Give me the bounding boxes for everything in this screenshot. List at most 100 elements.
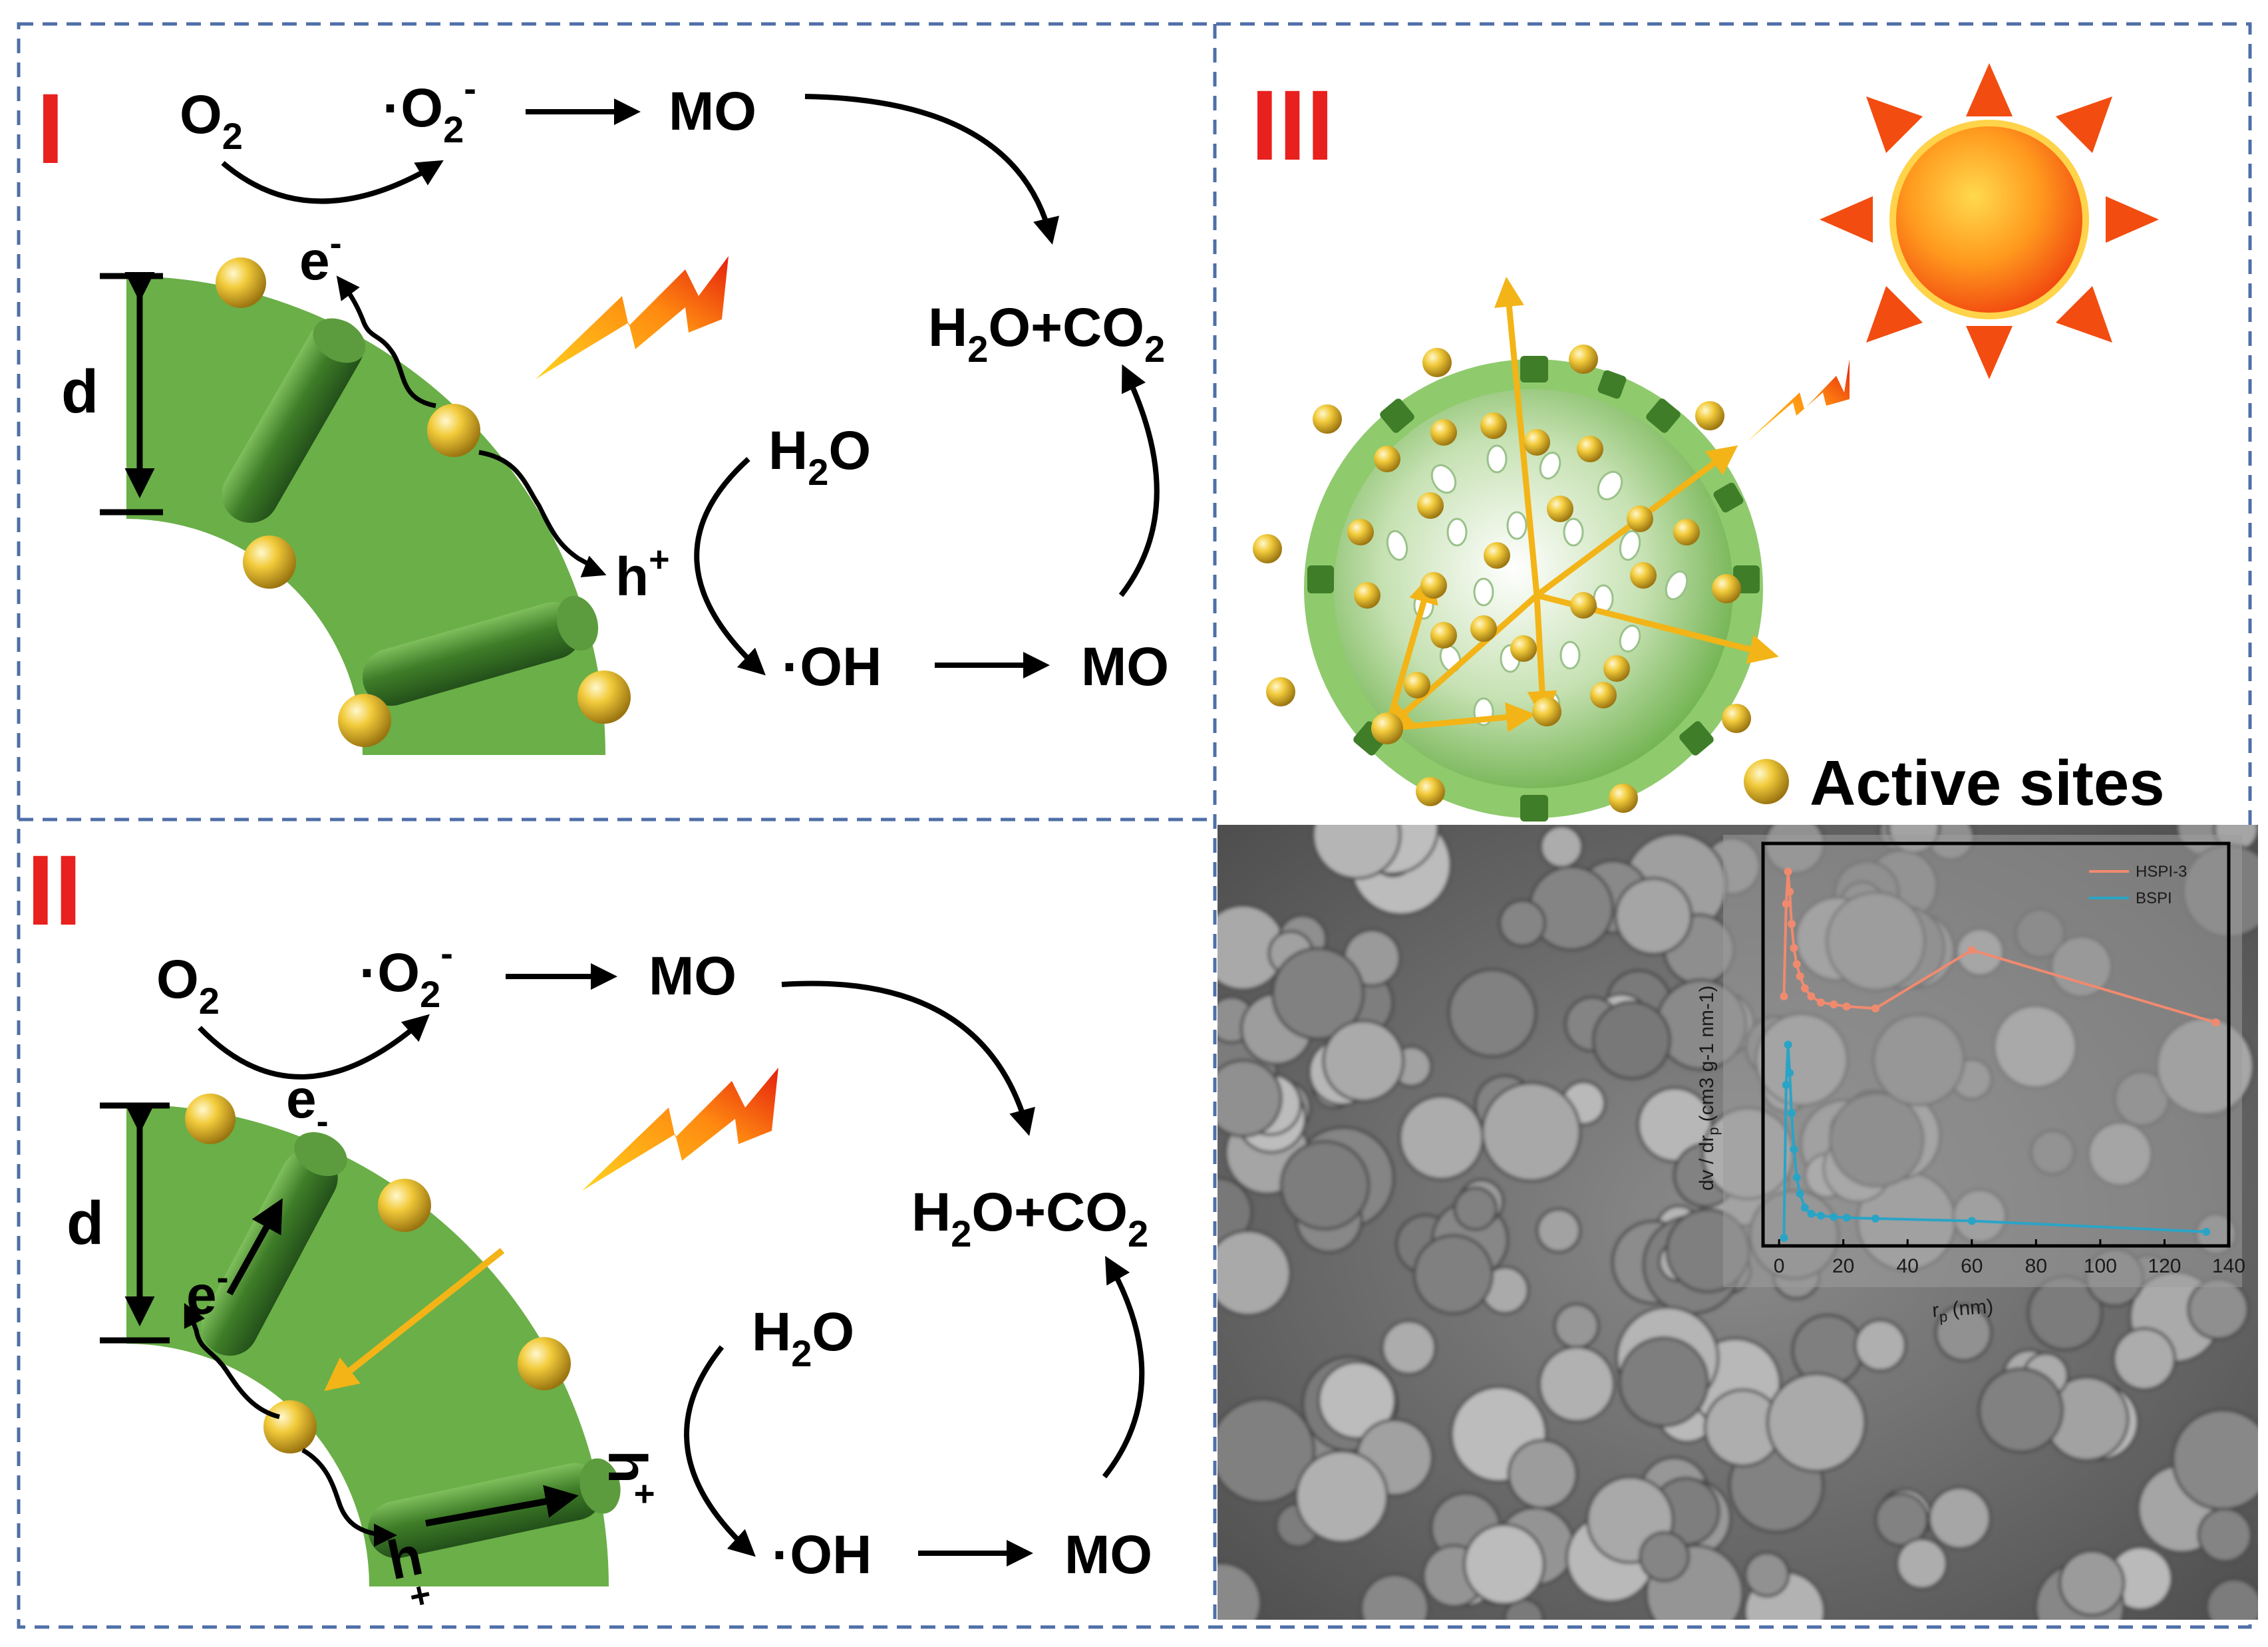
data-point: [1967, 1217, 1976, 1225]
mo-to-product-return-arrow: [1118, 364, 1160, 597]
mo-top-label-two: MO: [649, 946, 736, 1006]
hydroxyl-label-two: ·OH: [772, 1525, 872, 1585]
panel-label-one: I: [37, 73, 65, 184]
data-point: [1967, 946, 1976, 955]
data-point: [1830, 1213, 1838, 1221]
superoxide-label-two: ·O2-: [359, 932, 453, 1015]
product-label: H2O+CO2: [928, 297, 1165, 370]
mo-to-product-return-arrow-two: [1102, 1256, 1145, 1479]
data-point: [1782, 1081, 1790, 1089]
data-point: [1787, 1109, 1796, 1118]
panel-two: II d e- h+ e- h+: [27, 834, 1152, 1617]
series-line-0: [1782, 871, 2217, 1024]
data-point: [1782, 899, 1790, 908]
lightning-icon-two: [582, 1068, 778, 1191]
water-to-hydroxyl-arrow: [694, 457, 766, 676]
mo-top-label: MO: [669, 81, 756, 142]
mo-to-product-arrow: [804, 94, 1060, 245]
x-tick-label: 20: [1832, 1255, 1854, 1277]
data-point: [1796, 1189, 1804, 1198]
water-to-hydroxyl-arrow-two: [684, 1345, 756, 1557]
hollow-sphere: [1253, 277, 1779, 822]
electron-top-label: e-: [286, 1069, 329, 1141]
data-point: [1792, 960, 1801, 969]
nanotube-upper: [222, 318, 366, 523]
hole-wavy-path: [301, 1447, 397, 1547]
panel-label-three: III: [1251, 69, 1334, 181]
data-point: [1784, 1040, 1792, 1049]
legend-label-hspi: HSPI-3: [2136, 863, 2187, 881]
hole-tube-arrow: [425, 1485, 579, 1527]
electron-tube-arrow: [226, 1198, 283, 1296]
light-ray: [324, 1248, 505, 1392]
data-point: [1807, 1209, 1816, 1218]
panel-three: III: [1251, 63, 2165, 822]
legend-label-bspi: BSPI: [2136, 889, 2172, 907]
o2-to-superoxide-arrow: [221, 160, 444, 204]
shell-segment-two: [126, 1104, 609, 1586]
data-point: [1792, 1173, 1801, 1182]
thickness-marker-two: [100, 1102, 170, 1344]
sun-icon: [1820, 63, 2159, 379]
oxygen-label-two: O2: [156, 949, 220, 1022]
o2-to-superoxide-arrow-two: [198, 1014, 430, 1080]
data-point: [1780, 992, 1788, 1000]
chart-legend: HSPI-3 BSPI: [2089, 863, 2187, 907]
y-axis-label: dv / drp(cm3 g-1 nm-1): [1696, 985, 1722, 1191]
x-tick-label: 120: [2148, 1255, 2181, 1277]
electron-label: e-: [299, 224, 342, 291]
nanotube-lower: [362, 595, 599, 706]
legend-label: Active sites: [1810, 748, 2165, 819]
series-line-1: [1782, 1044, 2207, 1238]
data-point: [1790, 944, 1798, 953]
data-point: [1786, 887, 1794, 896]
hole-label: h+: [615, 539, 670, 607]
data-point: [1871, 1214, 1879, 1223]
mo-bottom-label: MO: [1081, 637, 1169, 697]
data-point: [1784, 867, 1792, 876]
data-point: [1780, 1233, 1788, 1242]
x-tick-label: 100: [2084, 1255, 2117, 1277]
active-site-marker: [1744, 759, 1789, 804]
electron-wavy-path: [184, 1302, 280, 1420]
data-point: [1787, 920, 1796, 928]
mo-bottom-label-two: MO: [1064, 1525, 1152, 1585]
active-particles-two: [185, 1094, 571, 1453]
data-point: [1790, 1145, 1798, 1153]
hole-edge-label: h+: [597, 1450, 665, 1505]
data-point: [2202, 1227, 2211, 1236]
hydroxyl-label: ·OH: [782, 637, 882, 697]
data-point: [1816, 1211, 1825, 1220]
data-point: [1830, 1000, 1838, 1008]
lightning-icon: [536, 256, 729, 379]
superoxide-label: ·O2-: [383, 67, 476, 150]
water-label-two: H2O: [752, 1302, 854, 1374]
chart-frame: [1761, 841, 2231, 1248]
data-point: [1842, 1213, 1851, 1222]
mo-to-product-arrow-two: [781, 980, 1035, 1136]
product-label-two: H2O+CO2: [911, 1182, 1148, 1255]
data-point: [1800, 1203, 1809, 1212]
x-tick-label: 140: [2212, 1255, 2245, 1277]
water-label: H2O: [768, 420, 871, 493]
active-particles: [216, 257, 631, 747]
legend: Active sites: [1744, 748, 2165, 819]
data-point: [1796, 972, 1804, 980]
x-tick-label: 60: [1961, 1255, 1983, 1277]
thickness-marker: [100, 272, 163, 516]
data-point: [2211, 1018, 2220, 1027]
oxygen-label: O2: [180, 84, 243, 157]
lightning-icon-three: [1746, 359, 1850, 442]
thickness-label-two: d: [67, 1189, 104, 1257]
data-point: [1816, 998, 1825, 1006]
x-tick-label: 0: [1774, 1255, 1785, 1277]
x-tick-label: 80: [2025, 1255, 2047, 1277]
nanotube-upper-two: [201, 1131, 347, 1356]
data-point: [1807, 992, 1816, 1000]
data-point: [1786, 1068, 1794, 1077]
data-point: [1800, 984, 1809, 992]
thickness-label: d: [61, 358, 98, 426]
electron-path: [336, 275, 436, 408]
